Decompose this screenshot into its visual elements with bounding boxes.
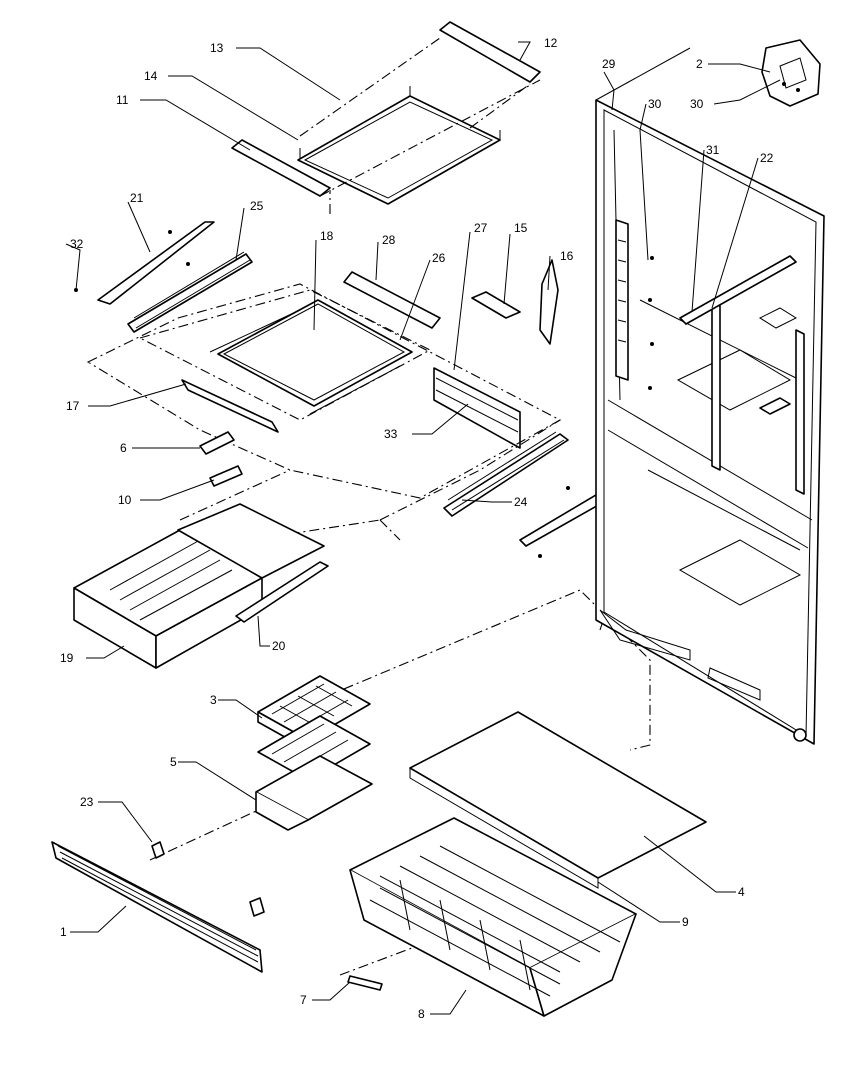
ice-trays-and-bin: [255, 675, 373, 831]
left-shelf-slides: [74, 221, 253, 333]
callout-30-hinge: 30: [690, 97, 704, 111]
callout-27: 27: [474, 221, 488, 235]
callout-4: 4: [738, 885, 745, 899]
top-shelf-assembly: [231, 21, 541, 214]
toe-grille: [51, 841, 265, 973]
callout-17: 17: [66, 399, 80, 413]
refrigerator-cabinet: [595, 47, 825, 745]
freezer-shelf-panel: [409, 711, 707, 889]
callout-33: 33: [384, 427, 398, 441]
callout-10: 10: [118, 493, 132, 507]
callout-28: 28: [382, 233, 396, 247]
callout-13: 13: [210, 41, 224, 55]
callout-16: 16: [560, 249, 574, 263]
callout-labels: 13 12 14 11 21 25 32 18 28 26 27 15 16 1…: [60, 36, 774, 1021]
callout-26: 26: [432, 251, 446, 265]
callout-7: 7: [300, 993, 307, 1007]
callout-1: 1: [60, 925, 67, 939]
callout-leaders: [65, 41, 781, 1015]
callout-12: 12: [544, 36, 558, 50]
glass-shelf-assembly: [181, 259, 559, 449]
callout-23: 23: [80, 795, 94, 809]
callout-14: 14: [144, 69, 158, 83]
small-brackets: [199, 431, 243, 487]
callout-19: 19: [60, 651, 74, 665]
callout-20: 20: [272, 639, 286, 653]
hinge-detail: [761, 39, 821, 107]
callout-32: 32: [70, 237, 84, 251]
callout-3: 3: [210, 693, 217, 707]
callout-6: 6: [120, 441, 127, 455]
callout-15: 15: [514, 221, 528, 235]
callout-2: 2: [696, 57, 703, 71]
callout-22: 22: [760, 151, 774, 165]
wire-basket: [347, 817, 637, 1017]
crisper-drawer: [73, 503, 329, 669]
callout-24: 24: [514, 495, 528, 509]
callout-8: 8: [418, 1007, 425, 1021]
callout-11: 11: [116, 93, 129, 107]
callout-18: 18: [320, 229, 334, 243]
callout-25: 25: [250, 199, 264, 213]
callout-5: 5: [170, 755, 177, 769]
callout-21: 21: [130, 191, 144, 205]
callout-9: 9: [682, 915, 689, 929]
callout-31: 31: [706, 143, 720, 157]
callout-29: 29: [602, 57, 616, 71]
callout-30-cabinet: 30: [648, 97, 662, 111]
